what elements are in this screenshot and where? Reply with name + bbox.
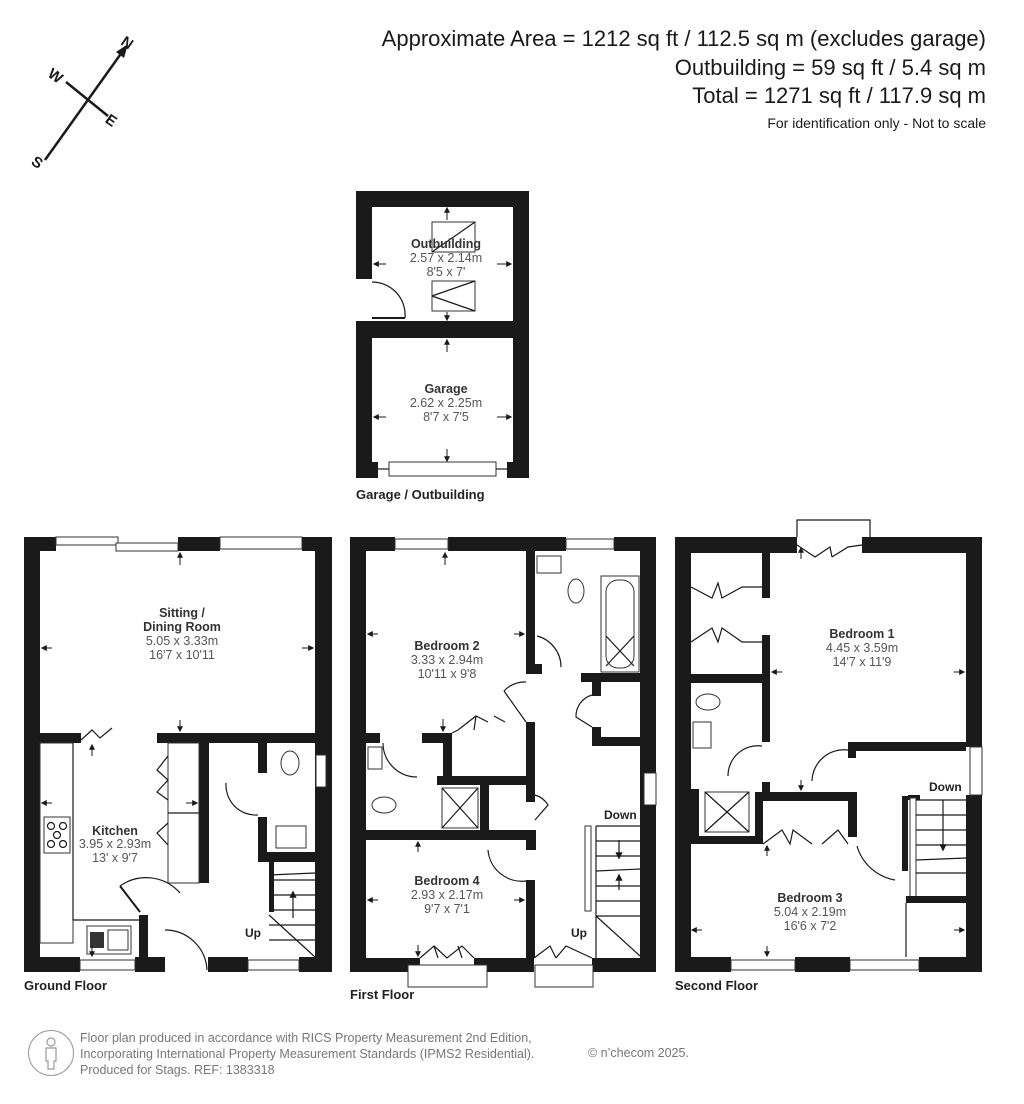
room-metric-garage: 2.62 x 2.25m: [410, 396, 482, 410]
room-metric-bedroom-3: 5.04 x 2.19m: [774, 905, 846, 919]
footer-line-3: Produced for Stags. REF: 1383318: [80, 1063, 275, 1077]
ground-floor-plan: Sitting / Dining Room 5.05 x 3.33m 16'7 …: [24, 536, 332, 993]
second-floor-plan: Bedroom 1 4.45 x 3.59m 14'7 x 11'9 Bedro…: [675, 519, 983, 993]
room-imperial-bedroom-3: 16'6 x 7'2: [784, 919, 837, 933]
room-metric-sitting-dining: 5.05 x 3.33m: [146, 634, 218, 648]
room-name-garage: Garage: [424, 382, 467, 396]
stairs-up-label-first: Up: [571, 926, 587, 940]
room-name-kitchen: Kitchen: [92, 824, 138, 838]
compass-s: S: [28, 153, 46, 173]
room-name-dining: Dining Room: [143, 620, 221, 634]
room-imperial-bedroom-2: 10'11 x 9'8: [418, 667, 477, 681]
room-imperial-bedroom-4: 9'7 x 7'1: [424, 902, 470, 916]
approximate-area-text: Approximate Area = 1212 sq ft / 112.5 sq…: [381, 26, 986, 51]
compass-icon: N W E S: [28, 33, 136, 173]
floor-label-ground: Ground Floor: [24, 978, 107, 993]
first-floor-plan: Bedroom 2 3.33 x 2.94m 10'11 x 9'8 Bedro…: [350, 537, 657, 1002]
room-name-outbuilding: Outbuilding: [411, 237, 481, 251]
room-name-sitting: Sitting /: [159, 606, 205, 620]
footer-line-2: Incorporating International Property Mea…: [80, 1047, 535, 1061]
stairs-down-label-second: Down: [929, 780, 962, 794]
stairs-up-label-ground: Up: [245, 926, 261, 940]
floor-label-second: Second Floor: [675, 978, 758, 993]
garage-outbuilding-plan: Outbuilding 2.57 x 2.14m 8'5 x 7' Garage…: [356, 191, 529, 502]
person-icon: [28, 1030, 74, 1076]
room-imperial-outbuilding: 8'5 x 7': [427, 265, 466, 279]
room-name-bedroom-2: Bedroom 2: [414, 639, 479, 653]
footer-text: Floor plan produced in accordance with R…: [80, 1030, 534, 1078]
room-imperial-sitting-dining: 16'7 x 10'11: [149, 648, 215, 662]
floor-label-garage-outbuilding: Garage / Outbuilding: [356, 487, 485, 502]
room-imperial-kitchen: 13' x 9'7: [92, 851, 138, 865]
stairs-down-label-first: Down: [604, 808, 637, 822]
room-name-bedroom-3: Bedroom 3: [777, 891, 842, 905]
outbuilding-area-text: Outbuilding = 59 sq ft / 5.4 sq m: [674, 55, 986, 80]
room-metric-bedroom-4: 2.93 x 2.17m: [411, 888, 483, 902]
footer-line-1: Floor plan produced in accordance with R…: [80, 1031, 532, 1045]
room-imperial-garage: 8'7 x 7'5: [423, 410, 469, 424]
room-metric-outbuilding: 2.57 x 2.14m: [410, 251, 482, 265]
room-name-bedroom-1: Bedroom 1: [829, 627, 894, 641]
room-metric-bedroom-1: 4.45 x 3.59m: [826, 641, 898, 655]
room-imperial-bedroom-1: 14'7 x 11'9: [833, 655, 892, 669]
room-metric-kitchen: 3.95 x 2.93m: [79, 837, 151, 851]
copyright-text: © n’checom 2025.: [588, 1046, 689, 1060]
compass-w: W: [44, 65, 66, 88]
room-metric-bedroom-2: 3.33 x 2.94m: [411, 653, 483, 667]
room-name-bedroom-4: Bedroom 4: [414, 874, 479, 888]
disclaimer-text: For identification only - Not to scale: [767, 115, 986, 131]
total-area-text: Total = 1271 sq ft / 117.9 sq m: [692, 83, 986, 108]
floor-label-first: First Floor: [350, 987, 414, 1002]
